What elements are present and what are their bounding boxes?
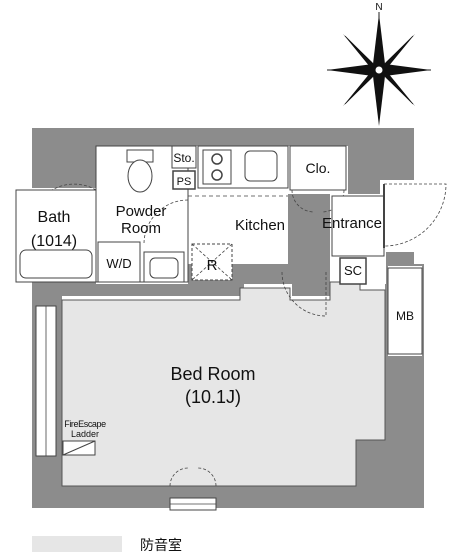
bedroom-size: (10.1J) bbox=[185, 387, 241, 407]
stove-icon bbox=[202, 149, 232, 185]
powder-room-label-line2: Room bbox=[121, 220, 161, 237]
north-label: N bbox=[375, 2, 382, 13]
closet-label: Clo. bbox=[306, 160, 331, 176]
meter-box-label: MB bbox=[396, 309, 414, 323]
bath-size: (1014) bbox=[31, 233, 77, 250]
shoe-cabinet-box bbox=[339, 257, 367, 285]
closet-box bbox=[289, 145, 347, 191]
bath-door-swing bbox=[51, 183, 97, 191]
balcony-door bbox=[169, 467, 217, 511]
front-door-swing bbox=[383, 183, 447, 247]
kitchen-sink-icon bbox=[244, 150, 278, 182]
refrigerator-label: R bbox=[207, 257, 218, 274]
entrance-label: Entrance bbox=[322, 215, 382, 232]
bedroom-floor bbox=[61, 281, 386, 487]
toilet-icon bbox=[126, 149, 154, 193]
storage-box bbox=[171, 145, 197, 169]
legend-swatch bbox=[32, 536, 122, 552]
pipe-space-label: PS bbox=[177, 176, 192, 188]
sink-icon bbox=[143, 251, 185, 283]
meter-box bbox=[387, 267, 423, 355]
fire-escape-label-line1: FireEscape bbox=[64, 419, 106, 429]
bathtub-icon bbox=[19, 249, 93, 279]
refrigerator-space bbox=[191, 243, 233, 281]
bedroom-door-swing bbox=[281, 271, 327, 317]
fire-escape-ladder-icon bbox=[62, 440, 96, 456]
powder-room-label-line1: Powder bbox=[116, 203, 167, 220]
entrance-area bbox=[331, 183, 447, 285]
bedroom-label: Bed Room bbox=[170, 364, 255, 384]
powder-door-swing bbox=[143, 199, 189, 245]
storage-label: Sto. bbox=[173, 151, 194, 165]
bath-label: Bath bbox=[38, 209, 71, 226]
kitchen-label: Kitchen bbox=[235, 217, 285, 234]
pipe-space-box bbox=[172, 170, 196, 190]
powder-room bbox=[95, 145, 189, 283]
legend-soundproof-label: 防音室 bbox=[140, 537, 182, 553]
bedroom-window bbox=[35, 305, 57, 457]
kitchen-area bbox=[188, 145, 289, 281]
washer-dryer-space bbox=[97, 241, 141, 283]
shoe-cabinet-label: SC bbox=[344, 263, 362, 278]
bath-room bbox=[15, 183, 97, 283]
compass-rose-icon bbox=[327, 12, 431, 126]
fire-escape-label-line2: Ladder bbox=[71, 429, 99, 439]
washer-dryer-label: W/D bbox=[106, 256, 131, 271]
